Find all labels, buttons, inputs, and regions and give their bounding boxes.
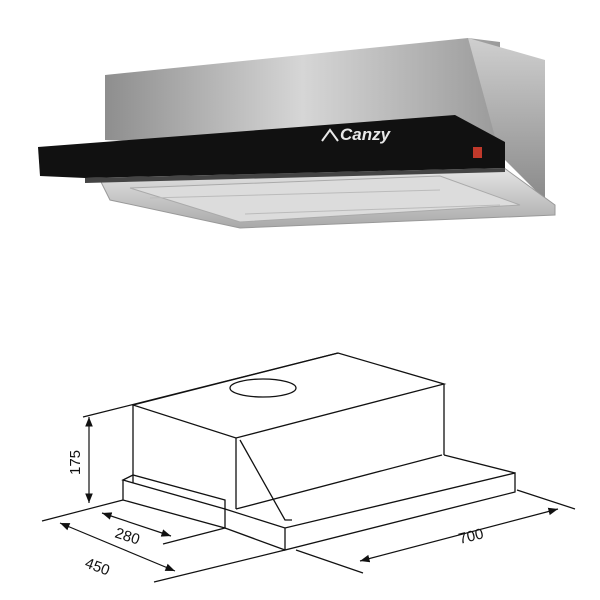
logo-mark-icon <box>321 128 339 142</box>
outer-depth-arrow <box>59 522 176 572</box>
width-arrow <box>359 507 559 563</box>
inner-depth-label: 280 <box>113 525 142 549</box>
extension-lines <box>41 352 576 583</box>
control-panel: Canzy <box>38 115 505 183</box>
range-hood-body <box>99 38 556 229</box>
brand-logo: Canzy <box>340 125 392 144</box>
hood-outline <box>121 352 516 551</box>
outer-depth-label: 450 <box>83 555 112 580</box>
width-label: 700 <box>457 525 485 548</box>
height-label: 175 <box>67 450 84 475</box>
power-indicator-icon <box>473 147 482 158</box>
